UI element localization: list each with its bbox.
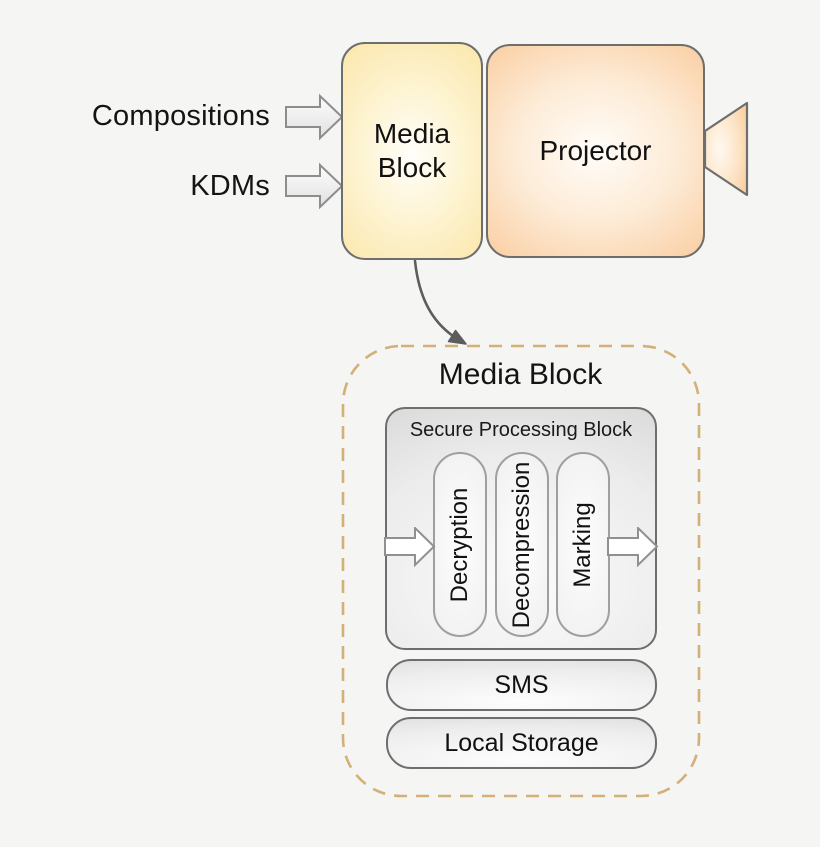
compositions-label: Compositions xyxy=(91,100,270,132)
local-storage-label: Local Storage xyxy=(444,728,599,757)
projector-label: Projector xyxy=(539,135,652,166)
decryption-stage: Decryption xyxy=(433,452,487,637)
marking-stage: Marking xyxy=(556,452,610,637)
decryption-label: Decryption xyxy=(446,487,473,602)
detail-callout-arrow-icon xyxy=(413,259,467,345)
compositions-arrow-icon xyxy=(285,93,344,141)
kdms-arrow-icon xyxy=(285,162,344,210)
decompression-stage: Decompression xyxy=(495,452,549,637)
media-block-label: Media Block xyxy=(373,118,451,183)
media-block-box: Media Block xyxy=(341,42,483,260)
sms-box: SMS xyxy=(386,659,657,711)
projector-box: Projector xyxy=(486,44,705,258)
local-storage-box: Local Storage xyxy=(386,717,657,769)
sms-label: SMS xyxy=(494,670,549,699)
projector-lens-icon xyxy=(703,101,749,197)
decompression-label: Decompression xyxy=(508,461,535,628)
media-block-detail-title: Media Block xyxy=(438,358,603,391)
marking-label: Marking xyxy=(569,501,596,588)
secure-processing-block-title: Secure Processing Block xyxy=(409,419,633,441)
kdms-label: KDMs xyxy=(190,170,270,202)
